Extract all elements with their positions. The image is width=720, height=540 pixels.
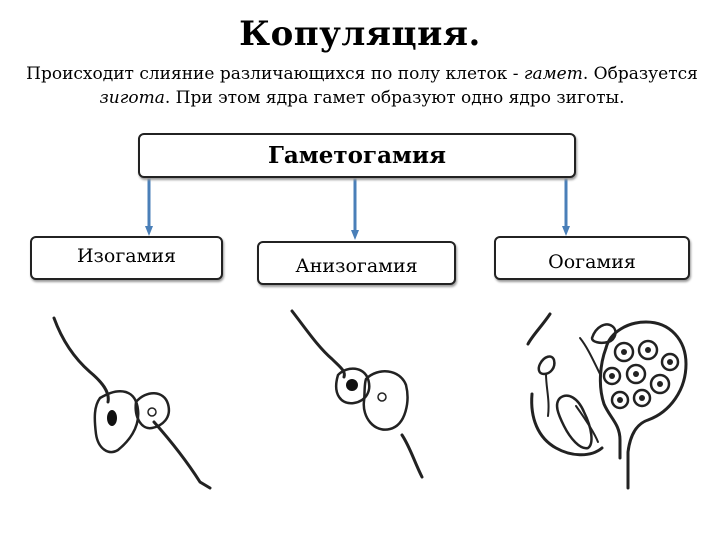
isogamy-illustration bbox=[52, 316, 212, 490]
page-title: Копуляция. bbox=[239, 14, 481, 54]
oogamy-box: Оогамия bbox=[494, 236, 690, 280]
anisogamy-illustration bbox=[290, 309, 424, 479]
oogamy-illustration bbox=[526, 312, 688, 490]
intro-text: Происходит слияние различающихся по полу… bbox=[24, 62, 700, 110]
intro-part1: Происходит слияние различающихся по полу… bbox=[26, 64, 524, 84]
term-gametes: гамет bbox=[523, 64, 583, 84]
gametogamy-box: Гаметогамия bbox=[138, 133, 576, 178]
term-zygote: зигота bbox=[99, 88, 165, 108]
anisogamy-box: Анизогамия bbox=[257, 241, 456, 285]
isogamy-box: Изогамия bbox=[30, 236, 223, 280]
intro-part3: . При этом ядра гамет образуют одно ядро… bbox=[164, 88, 625, 108]
intro-part2: . Образуется bbox=[582, 64, 698, 84]
